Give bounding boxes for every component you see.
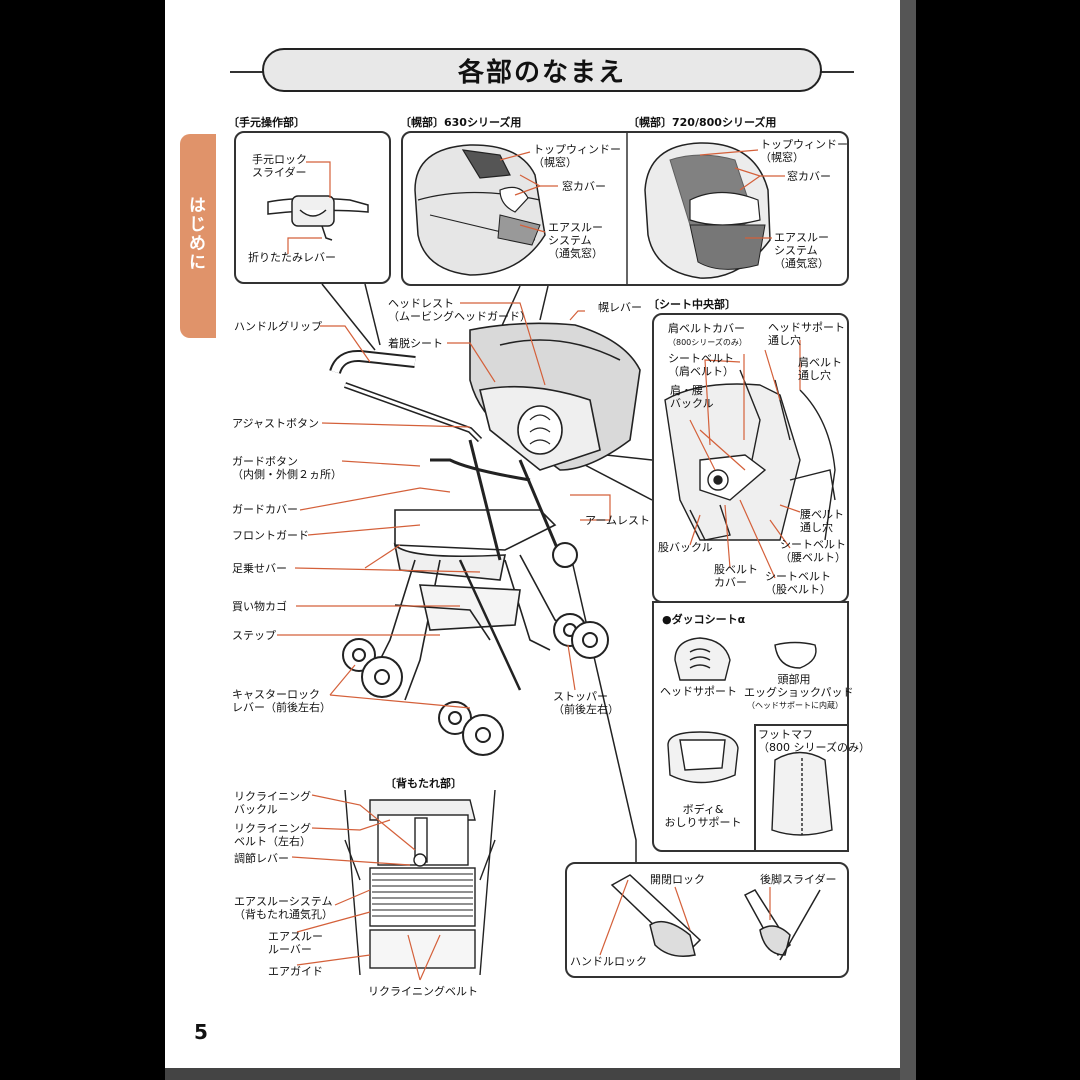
label-reclining-belt-lr: リクライニング ベルト（左右） xyxy=(234,822,311,848)
title-rule-right xyxy=(820,71,854,73)
label-head-support: ヘッドサポート xyxy=(660,685,737,698)
label-adjust-button: アジャストボタン xyxy=(232,417,320,430)
label-shoulder-belt-hole: 肩ベルト 通し穴 xyxy=(798,356,842,382)
label-step: ステップ xyxy=(232,629,276,642)
label-airthrough-720: エアスルー システム （通気窓） xyxy=(774,231,829,270)
page-title: 各部のなまえ xyxy=(262,48,822,92)
label-shoulder-waist-buckle: 肩・腰 バックル xyxy=(670,384,714,410)
label-handle-lock: ハンドルロック xyxy=(570,955,647,968)
label-reclining-belt: リクライニングベルト xyxy=(368,985,478,998)
label-canopy-lever: 幌レバー xyxy=(598,301,642,314)
label-armrest: アームレスト xyxy=(585,514,651,527)
seat-center-illustration xyxy=(664,369,836,541)
label-window-cover-630: 窓カバー xyxy=(562,180,606,193)
label-shoulder-belt-cover: 肩ベルトカバー xyxy=(668,322,745,335)
label-handle-grip: ハンドルグリップ xyxy=(234,320,322,333)
left-black-border xyxy=(0,0,165,1080)
label-front-guard: フロントガード xyxy=(232,529,309,542)
label-head-support-hole: ヘッドサポート 通し穴 xyxy=(768,321,845,347)
hinge-box xyxy=(565,862,849,978)
label-caster-lock: キャスターロック レバー（前後左右） xyxy=(232,688,331,714)
wheel-illustrations xyxy=(342,542,609,756)
right-grey-edge xyxy=(900,0,916,1080)
hinge-illustration xyxy=(610,874,821,961)
bottom-edge xyxy=(165,1068,900,1080)
backrest-illustration xyxy=(344,789,496,976)
label-top-window-720: トップウィンドー （幌窓） xyxy=(760,138,848,164)
label-foot-muff: フットマフ （800 シリーズのみ） xyxy=(758,728,870,754)
label-crotch-buckle: 股バックル xyxy=(658,541,713,554)
label-stopper: ストッパー （前後左右） xyxy=(553,690,619,716)
right-black-border xyxy=(916,0,1080,1080)
label-guard-cover: ガードカバー xyxy=(232,503,298,516)
label-airthrough-back: エアスルーシステム （背もたれ通気孔） xyxy=(234,895,333,921)
label-rear-leg-slider: 後脚スライダー xyxy=(760,873,837,886)
section-canopy-630: 〔幌部〕630シリーズ用 xyxy=(400,116,522,129)
label-shoulder-belt-cover-note: （800シリーズのみ） xyxy=(668,338,747,347)
label-headrest: ヘッドレスト （ムービングヘッドガード） xyxy=(388,297,531,323)
label-seatbelt-waist: シートベルト （腰ベルト） xyxy=(780,538,846,564)
label-airthrough-630: エアスルー システム （通気窓） xyxy=(548,221,603,260)
label-removable-seat: 着脱シート xyxy=(388,337,443,350)
canopy-720-illustration xyxy=(644,142,771,279)
side-tab-label: はじめに xyxy=(185,196,205,272)
label-air-guide: エアガイド xyxy=(268,965,323,978)
label-foot-bar: 足乗せバー xyxy=(232,562,287,575)
title-rule-left xyxy=(230,71,264,73)
label-seatbelt-shoulder: シートベルト （肩ベルト） xyxy=(668,352,734,378)
label-waist-belt-hole: 腰ベルト 通し穴 xyxy=(800,508,844,534)
label-seatbelt-crotch: シートベルト （股ベルト） xyxy=(765,570,831,596)
side-tab xyxy=(180,134,216,338)
label-basket: 買い物カゴ xyxy=(232,600,287,613)
label-egg-shock-pad: 頭部用 エッグショックパッド xyxy=(744,673,854,699)
label-dakko-seat: ●ダッコシートα xyxy=(662,613,746,626)
label-open-close-lock: 開閉ロック xyxy=(650,873,705,886)
label-crotch-belt-cover: 股ベルト カバー xyxy=(714,563,758,589)
accessory-illustrations xyxy=(667,637,833,836)
hand-control-illustration xyxy=(267,195,369,241)
label-body-support: ボディ& おしりサポート xyxy=(664,803,742,829)
section-backrest: 〔背もたれ部〕 xyxy=(385,777,462,790)
label-reclining-buckle: リクライニング バックル xyxy=(234,790,311,816)
label-window-cover-720: 窓カバー xyxy=(787,170,831,183)
label-egg-shock-note: （ヘッドサポートに内蔵） xyxy=(747,701,843,710)
section-hand-controls: 〔手元操作部〕 xyxy=(228,116,305,129)
label-top-window-630: トップウィンドー （幌窓） xyxy=(533,143,621,169)
label-guard-button: ガードボタン （内側・外側２ヵ所） xyxy=(232,455,342,481)
label-hand-lock-slider: 手元ロック スライダー xyxy=(252,153,307,179)
label-airthrough-louver: エアスルー ルーバー xyxy=(268,930,323,956)
label-adjust-lever: 調節レバー xyxy=(234,852,289,865)
canopy-630-illustration xyxy=(414,144,546,276)
page-number: 5 xyxy=(194,1020,208,1044)
label-fold-lever: 折りたたみレバー xyxy=(248,251,336,264)
section-canopy-720: 〔幌部〕720/800シリーズ用 xyxy=(628,116,777,129)
stroller-illustration xyxy=(329,322,641,701)
section-seat-center: 〔シート中央部〕 xyxy=(648,298,736,311)
